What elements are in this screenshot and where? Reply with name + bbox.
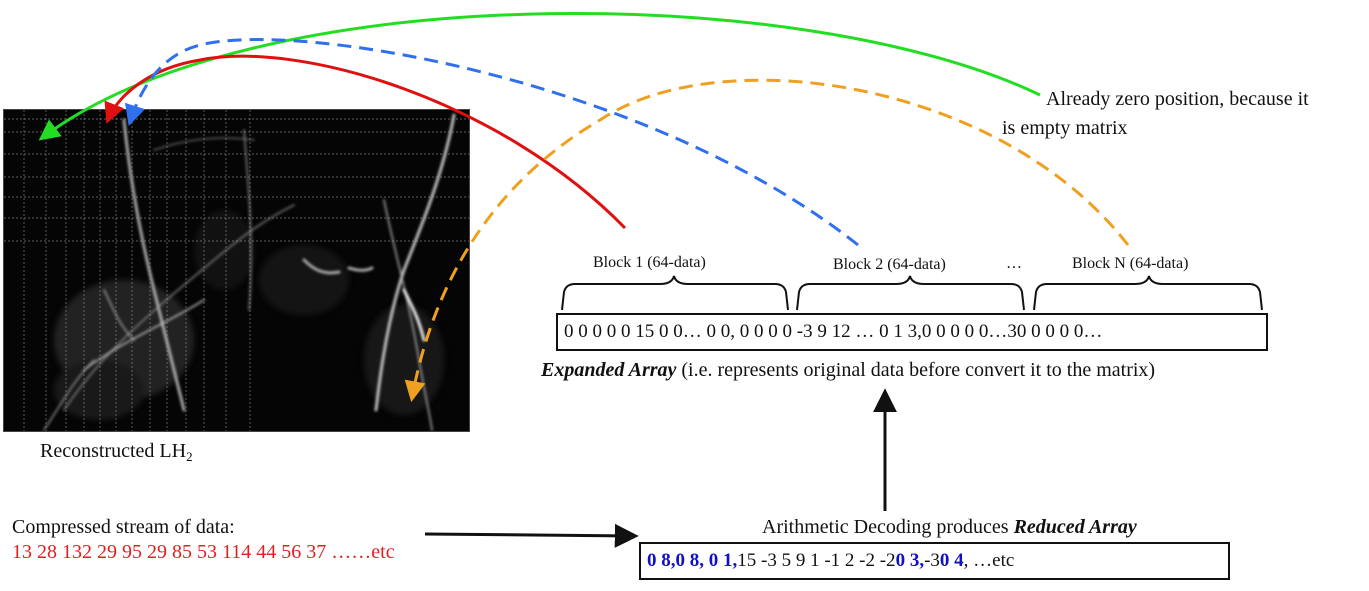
annotation-line-1: Already zero position, because it — [1046, 88, 1309, 110]
red-arrow — [104, 54, 627, 230]
orange-dashed-arrow — [404, 78, 1130, 403]
expanded-array-caption-bold: Expanded Array — [541, 359, 677, 381]
image-edges — [43, 113, 456, 431]
block-n-brace — [1033, 275, 1263, 311]
reduced-array-seg-2: 15 -3 5 9 1 -1 2 -2 -2 — [737, 550, 896, 571]
block-1-brace — [561, 275, 789, 311]
block-2-brace — [796, 275, 1025, 311]
reduced-array-caption-plain: Arithmetic Decoding produces — [762, 516, 1014, 538]
block-1-label: Block 1 (64-data) — [593, 254, 706, 271]
expanded-array-box: 0 0 0 0 0 15 0 0… 0 0, 0 0 0 0 -3 9 12 …… — [556, 313, 1268, 351]
block-ellipsis: … — [1006, 255, 1022, 272]
block-n-label: Block N (64-data) — [1072, 255, 1189, 272]
blue-dashed-arrow — [124, 38, 859, 247]
reduced-array-seg-3: 0 3, — [895, 550, 925, 571]
reduced-array-box: 0 8,0 8, 0 1, 15 -3 5 9 1 -1 2 -2 -2 0 3… — [639, 542, 1230, 580]
image-caption-text: Reconstructed LH — [40, 440, 187, 462]
green-arrow — [38, 12, 1041, 141]
stream-to-reduced-arrow — [424, 523, 639, 548]
reduced-array-seg-6: , …etc — [963, 550, 1015, 571]
image-caption-subscript: 2 — [186, 449, 193, 464]
reduced-array-seg-5: 0 4 — [939, 550, 964, 571]
expanded-array-values: 0 0 0 0 0 15 0 0… 0 0, 0 0 0 0 -3 9 12 …… — [564, 321, 1103, 342]
reduced-array-seg-4: -3 — [924, 550, 940, 571]
compressed-stream-label: Compressed stream of data: — [12, 516, 235, 538]
reduced-array-caption-bold: Reduced Array — [1013, 516, 1137, 538]
reduced-array-caption: Arithmetic Decoding produces Reduced Arr… — [762, 516, 1137, 539]
reduced-array-seg-1: 0 8,0 8, 0 1, — [647, 550, 738, 571]
annotation-line-2: is empty matrix — [1002, 117, 1128, 139]
expanded-array-caption: Expanded Array (i.e. represents original… — [541, 359, 1155, 382]
block-2-label: Block 2 (64-data) — [833, 256, 946, 273]
image-grid — [4, 110, 469, 431]
image-caption: Reconstructed LH2 — [40, 440, 193, 465]
compressed-stream-values: 13 28 132 29 95 29 85 53 114 44 56 37 ……… — [12, 541, 395, 563]
expanded-array-caption-rest: (i.e. represents original data before co… — [676, 359, 1156, 381]
